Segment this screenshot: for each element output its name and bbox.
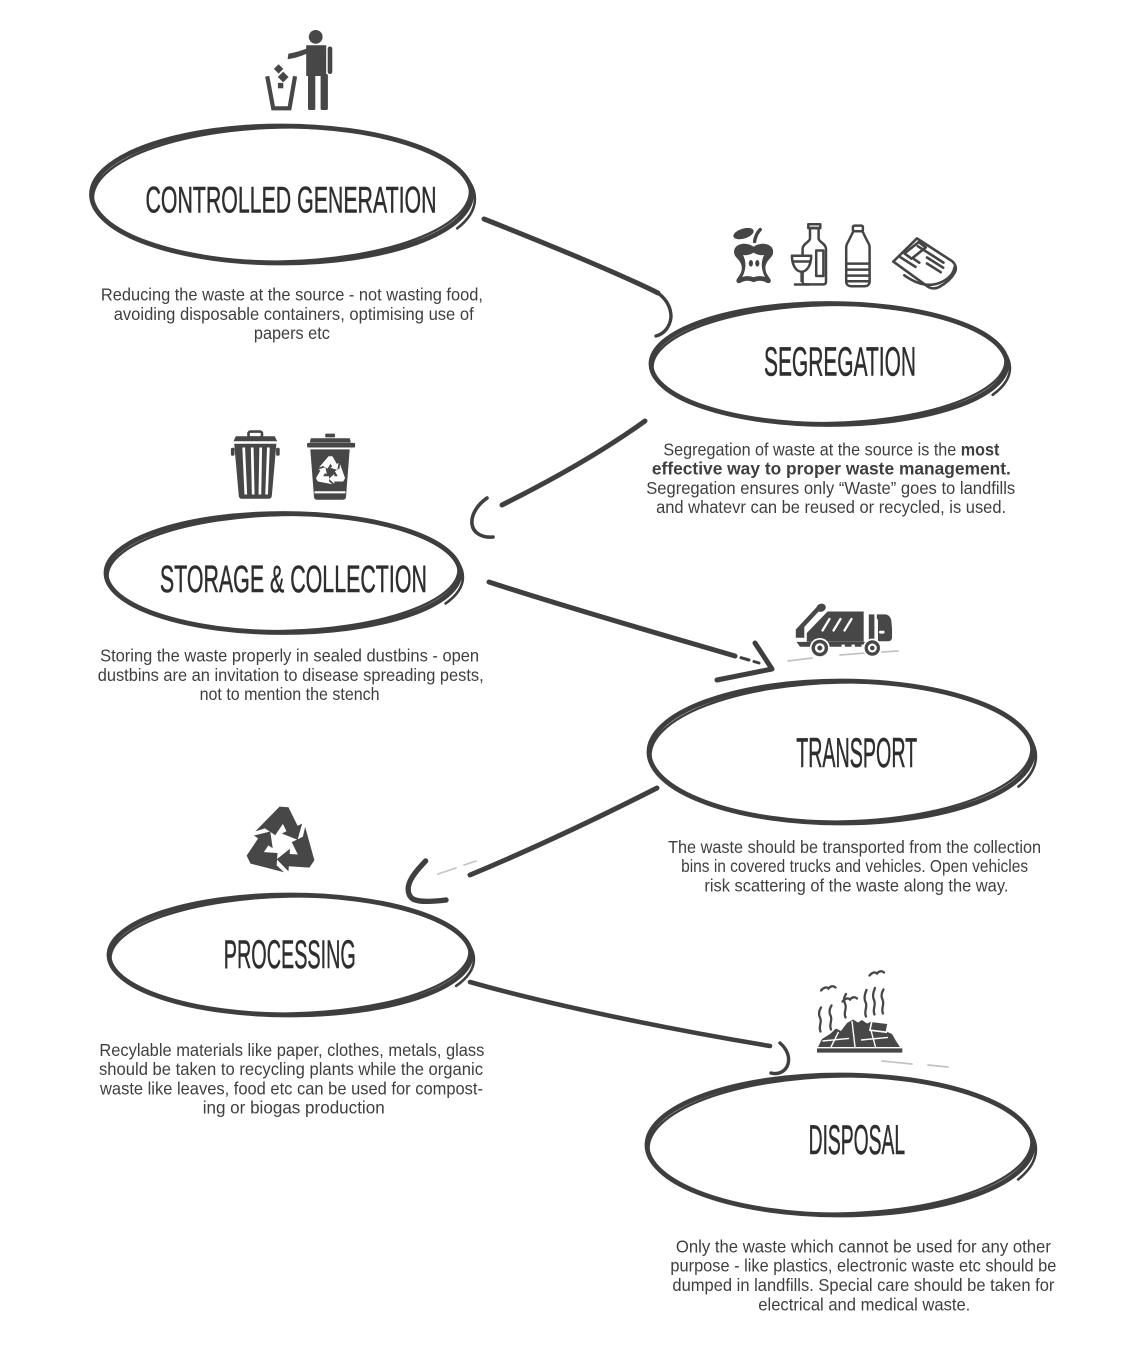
- svg-text:PROCESSING: PROCESSING: [224, 933, 356, 977]
- svg-text:Reducing the waste at the sour: Reducing the waste at the source - not w…: [101, 285, 483, 305]
- svg-text:dumped in landfills. Special c: dumped in landfills. Special care should…: [672, 1275, 1054, 1295]
- svg-text:The waste should be transporte: The waste should be transported from the…: [668, 837, 1041, 857]
- svg-text:DISPOSAL: DISPOSAL: [809, 1116, 906, 1163]
- svg-text:should be taken to recycling p: should be taken to recycling plants whil…: [99, 1059, 483, 1079]
- svg-text:papers etc: papers etc: [254, 323, 330, 343]
- svg-text:CONTROLLED GENERATION: CONTROLLED GENERATION: [146, 179, 437, 220]
- svg-text:waste like leaves, food etc ca: waste like leaves, food etc can be used …: [99, 1078, 483, 1098]
- svg-text:bins in covered trucks and veh: bins in covered trucks and vehicles. Ope…: [681, 856, 1028, 876]
- svg-text:and whatevr can be reused or r: and whatevr can be reused or recycled, i…: [656, 497, 1006, 517]
- svg-text:Storing the waste properly in: Storing the waste properly in sealed dus…: [100, 646, 479, 666]
- svg-text:Segregation ensures only “Wast: Segregation ensures only “Waste” goes to…: [646, 478, 1015, 498]
- svg-text:ing or biogas production: ing or biogas production: [203, 1098, 385, 1118]
- svg-text:SEGREGATION: SEGREGATION: [764, 338, 916, 384]
- svg-text:purpose - like plastics, elect: purpose - like plastics, electronic wast…: [670, 1256, 1056, 1276]
- svg-text:risk scattering of the waste a: risk scattering of the waste along the w…: [704, 875, 1008, 895]
- svg-text:STORAGE & COLLECTION: STORAGE & COLLECTION: [160, 559, 427, 601]
- svg-text:Only the waste which cannot be: Only the waste which cannot be used for …: [676, 1236, 1051, 1256]
- svg-text:not to mention the stench: not to mention the stench: [200, 684, 380, 704]
- svg-text:TRANSPORT: TRANSPORT: [796, 729, 917, 776]
- svg-text:avoiding disposable containers: avoiding disposable containers, optimisi…: [114, 304, 474, 324]
- svg-text:electrical and medical waste.: electrical and medical waste.: [758, 1294, 970, 1314]
- svg-text:Recylable materials like paper: Recylable materials like paper, clothes,…: [99, 1040, 484, 1060]
- svg-text:Segregation of waste at the so: Segregation of waste at the source is th…: [663, 439, 999, 459]
- svg-text:effective way to proper waste: effective way to proper waste management…: [652, 459, 1011, 479]
- svg-text:dustbins are an invitation to: dustbins are an invitation to disease sp…: [98, 665, 484, 685]
